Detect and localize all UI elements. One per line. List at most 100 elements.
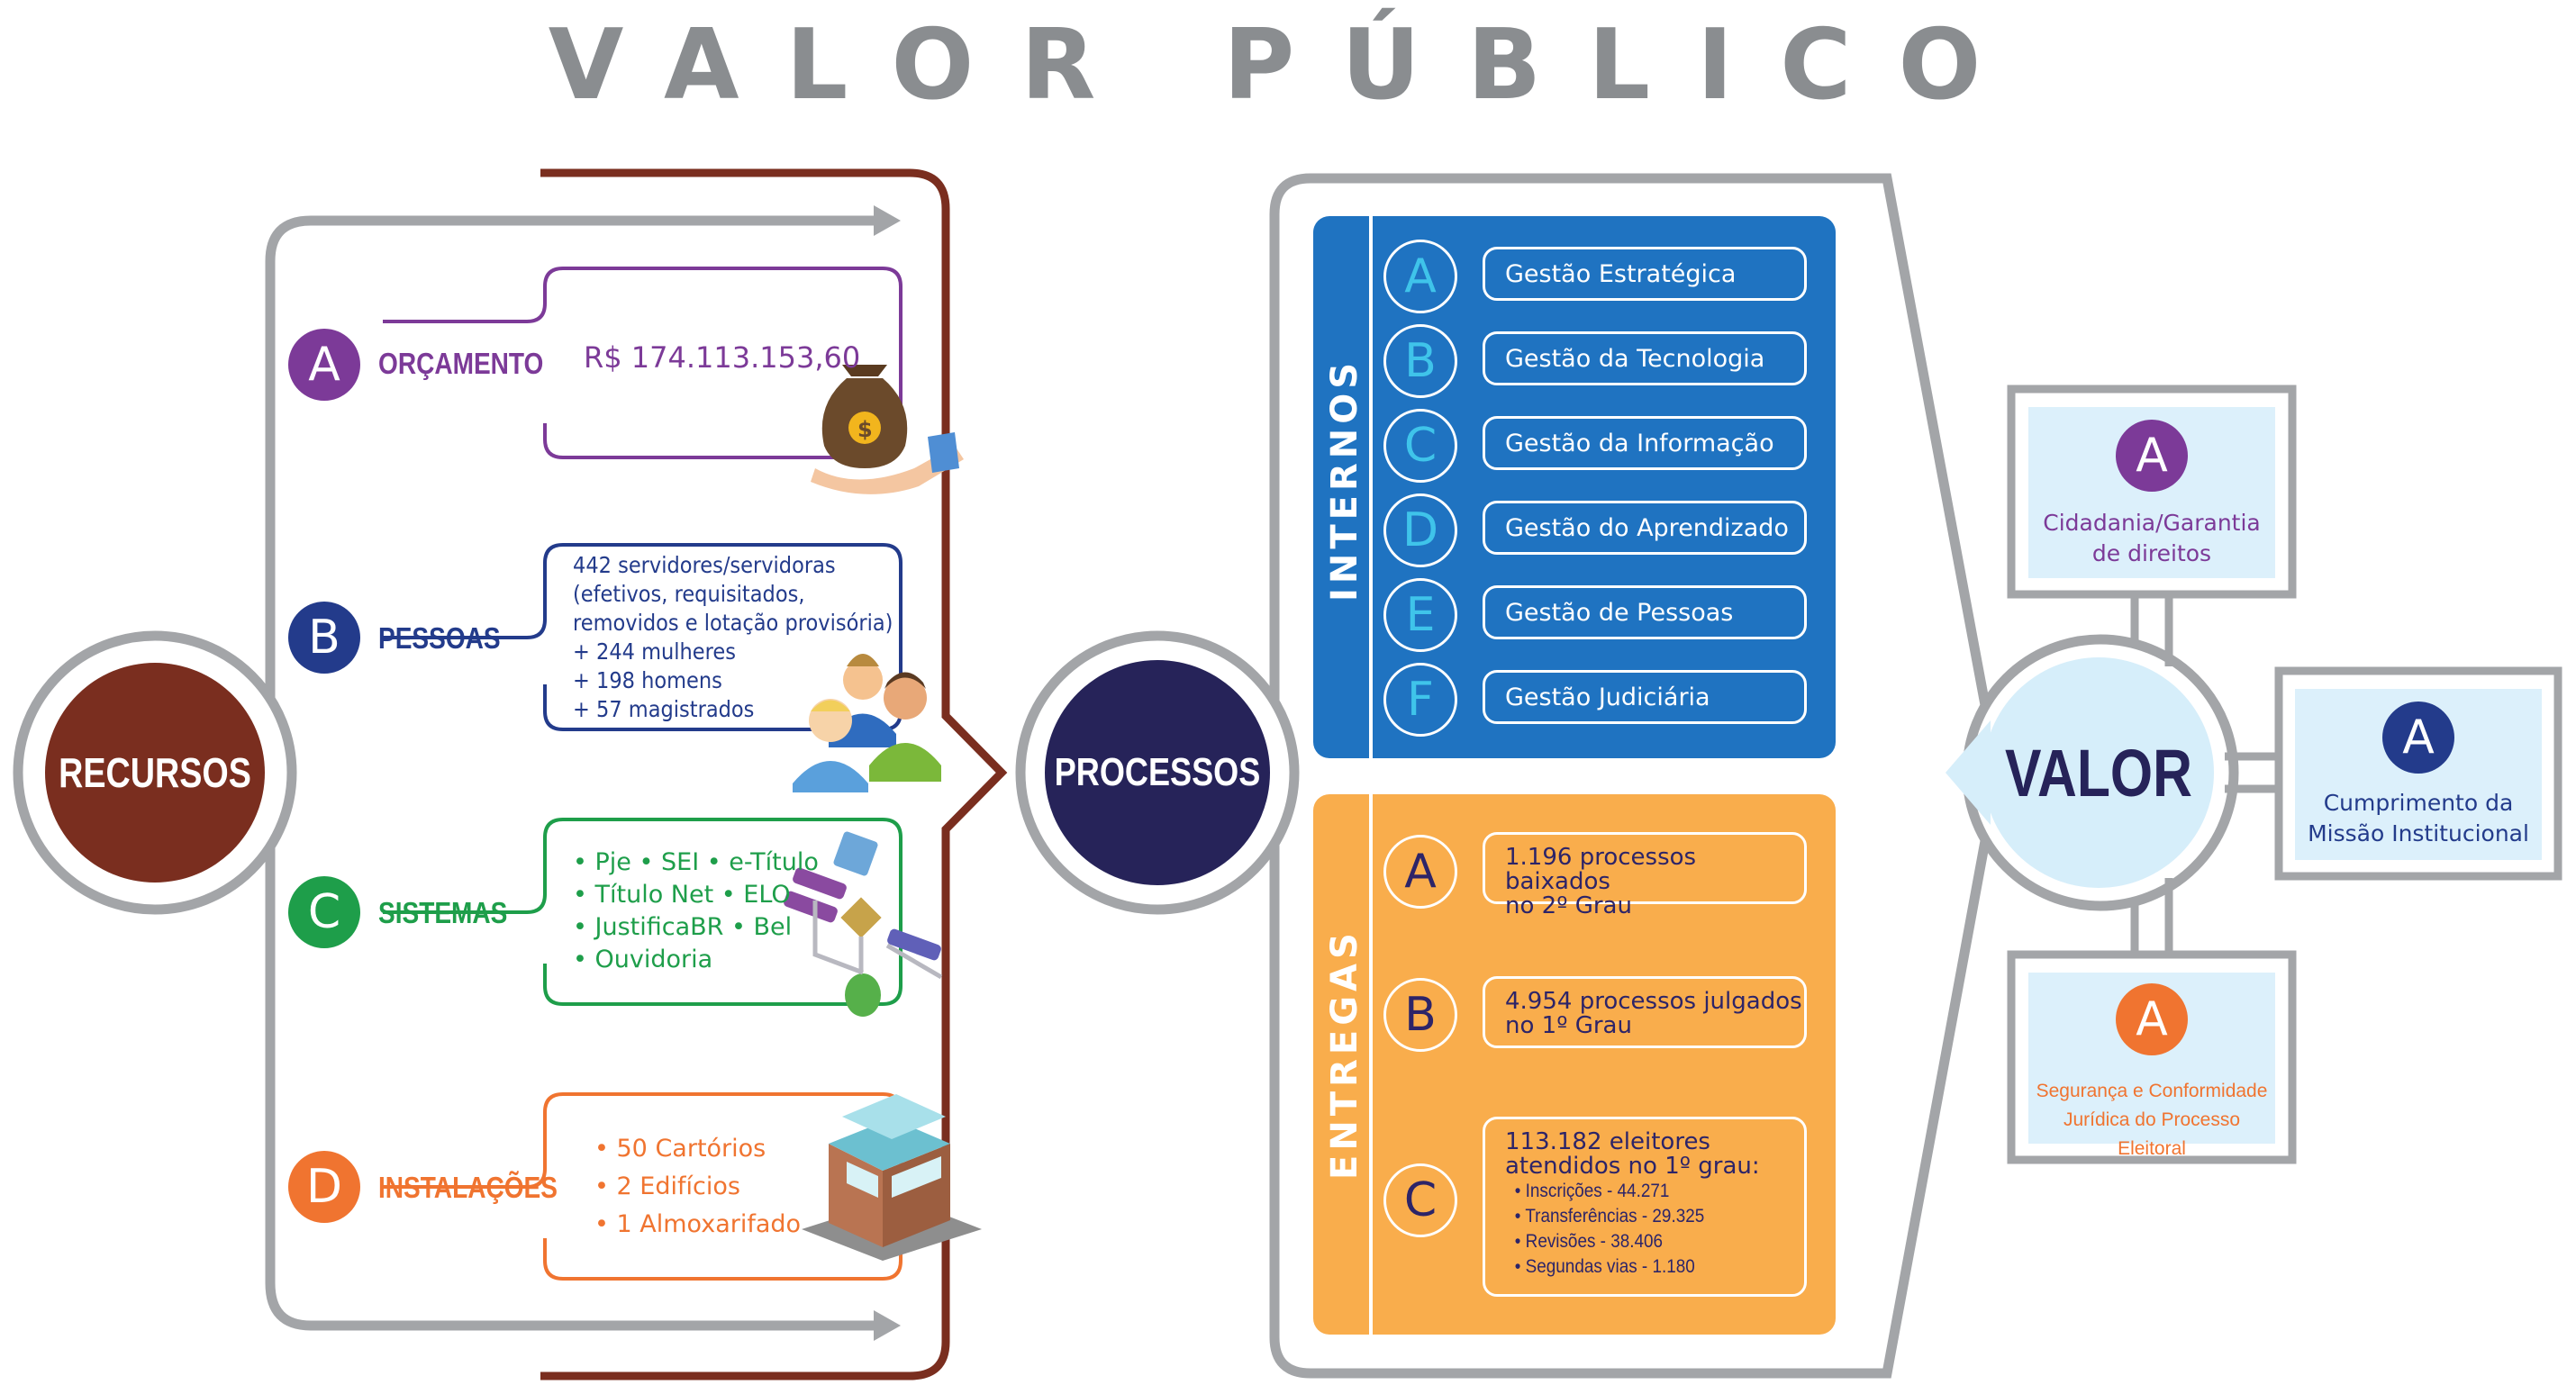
valor-line: de direitos [2091, 540, 2212, 566]
entregas-item-line: no 2º Grau [1505, 892, 1632, 919]
sistemas-connector [383, 818, 903, 1006]
entregas-detail: • Revisões - 38.406 [1514, 1231, 1664, 1252]
internos-divider [1369, 216, 1373, 758]
pessoas-line: 442 servidores/servidoras [573, 552, 836, 578]
pessoas-line: + 57 magistrados [573, 696, 755, 722]
entregas-item-line: 4.954 processos julgados [1505, 988, 1802, 1015]
valor-text-missao: Cumprimento da Missão Institucional [2295, 788, 2542, 849]
valor-letter: A [2116, 420, 2188, 492]
internos-letter: E [1383, 578, 1457, 652]
entregas-letter: B [1383, 978, 1457, 1052]
people-icon [793, 654, 941, 792]
svg-text:$: $ [857, 417, 873, 442]
internos-panel: INTERNOS A Gestão Estratégica B Gestão d… [1313, 216, 1836, 758]
pessoas-line: + 244 mulheres [573, 638, 736, 665]
internos-title: INTERNOS [1324, 358, 1365, 602]
valor-text-seguranca: Segurança e Conformidade Jurídica do Pro… [2028, 1077, 2275, 1163]
sistemas-label: SISTEMAS [378, 896, 508, 929]
instalacoes-label: INSTALAÇÕES [378, 1171, 558, 1204]
valor-box-missao: A Cumprimento da Missão Institucional [2295, 689, 2542, 860]
pessoas-letter: B [288, 602, 360, 674]
entregas-detail: • Inscrições - 44.271 [1514, 1181, 1670, 1201]
valor-pointer [1946, 720, 1991, 825]
entregas-item: 1.196 processos baixados no 2º Grau [1483, 832, 1807, 919]
flowchart-icon [784, 831, 943, 1017]
pessoas-connector [383, 543, 903, 731]
internos-letter: A [1383, 240, 1457, 313]
entregas-detail: • Transferências - 29.325 [1514, 1206, 1705, 1227]
instalacoes-letter: D [288, 1151, 360, 1223]
internos-letter: C [1383, 409, 1457, 483]
valor-connector-right [2225, 752, 2279, 793]
valor-line: Cidadania/Garantia [2043, 510, 2261, 536]
orcamento-label: ORÇAMENTO [378, 347, 544, 380]
pessoas-line: (efetivos, requisitados, [573, 581, 805, 607]
valor-text-cidadania: Cidadania/Garantia de direitos [2028, 508, 2275, 569]
sistemas-line: • Título Net • ELO [573, 881, 791, 909]
processos-gray-frame [1269, 173, 2003, 1379]
entregas-item-line: no 1º Grau [1505, 1012, 1632, 1039]
orcamento-letter: A [288, 329, 360, 401]
sistemas-line: • Pje • SEI • e-Título [573, 848, 819, 876]
entregas-item: 113.182 eleitores atendidos no 1º grau: … [1483, 1117, 1807, 1297]
entregas-item-line: 1.196 processos baixados [1505, 844, 1697, 895]
sistemas-line: • JustificaBR • Bel [573, 913, 793, 941]
internos-item: Gestão Judiciária [1483, 670, 1807, 724]
internos-item: Gestão da Informação [1483, 416, 1807, 470]
valor-connector-bottom [2130, 878, 2173, 955]
internos-item: Gestão da Tecnologia [1483, 331, 1807, 385]
internos-item: Gestão do Aprendizado [1483, 501, 1807, 555]
recursos-label: RECURSOS [59, 749, 251, 796]
instalacoes-line: • 50 Cartórios [594, 1135, 766, 1163]
valor-box-top-frame [2007, 385, 2297, 599]
internos-item: Gestão Estratégica [1483, 247, 1807, 301]
valor-line: Missão Institucional [2308, 820, 2529, 846]
sistemas-letter: C [288, 876, 360, 948]
entregas-title: ENTREGAS [1324, 928, 1365, 1180]
building-icon [802, 1094, 982, 1261]
entregas-panel: ENTREGAS A 1.196 processos baixados no 2… [1313, 794, 1836, 1335]
internos-letter: F [1383, 663, 1457, 737]
pessoas-details: 442 servidores/servidoras (efetivos, req… [573, 551, 893, 724]
sistemas-line: • Ouvidoria [573, 946, 713, 973]
internos-item: Gestão de Pessoas [1483, 585, 1807, 639]
bottom-arrow-head [874, 1310, 901, 1341]
instalacoes-line: • 1 Almoxarifado [594, 1210, 802, 1238]
sistemas-details: • Pje • SEI • e-Título • Título Net • EL… [573, 846, 819, 976]
valor-box-cidadania: A Cidadania/Garantia de direitos [2028, 407, 2275, 578]
valor-box-right-frame [2274, 666, 2562, 881]
processos-disc [1045, 660, 1270, 885]
orcamento-value: R$ 174.113.153,60 [584, 340, 861, 375]
valor-connector-top [2130, 594, 2173, 666]
entregas-item: 4.954 processos julgados no 1º Grau [1483, 976, 1807, 1048]
valor-line: Segurança e Conformidade [2036, 1081, 2268, 1101]
valor-line: Cumprimento da [2323, 790, 2514, 816]
internos-letter: D [1383, 493, 1457, 567]
entregas-item-line: 113.182 eleitores [1505, 1128, 1710, 1155]
internos-letter: B [1383, 324, 1457, 398]
valor-box-bottom-frame [2007, 950, 2297, 1164]
processos-label: PROCESSOS [1054, 750, 1261, 794]
entregas-detail: • Segundas vias - 1.180 [1514, 1256, 1695, 1277]
instalacoes-line: • 2 Edifícios [594, 1172, 740, 1200]
page-title: VALOR PÚBLICO [548, 9, 2028, 122]
pessoas-label: PESSOAS [378, 621, 501, 655]
entregas-divider [1369, 794, 1373, 1335]
top-arrow-head [874, 205, 901, 236]
entregas-letter: C [1383, 1163, 1457, 1237]
valor-line: Jurídica do Processo Eleitoral [2063, 1109, 2241, 1159]
pessoas-line: removidos e lotação provisória) [573, 610, 893, 636]
pessoas-line: + 198 homens [573, 667, 722, 693]
valor-label: VALOR [2005, 735, 2192, 810]
orcamento-connector [383, 267, 903, 459]
valor-box-seguranca: A Segurança e Conformidade Jurídica do P… [2028, 973, 2275, 1159]
entregas-item-line: atendidos no 1º grau: [1505, 1153, 1760, 1180]
recursos-disc [45, 663, 265, 883]
valor-letter: A [2382, 702, 2454, 774]
recursos-brown-frame [540, 168, 1008, 1380]
money-bag-icon: $ [811, 365, 964, 494]
valor-disc [1983, 657, 2214, 888]
valor-letter: A [2116, 983, 2188, 1055]
instalacoes-details: • 50 Cartórios • 2 Edifícios • 1 Almoxar… [594, 1130, 801, 1244]
